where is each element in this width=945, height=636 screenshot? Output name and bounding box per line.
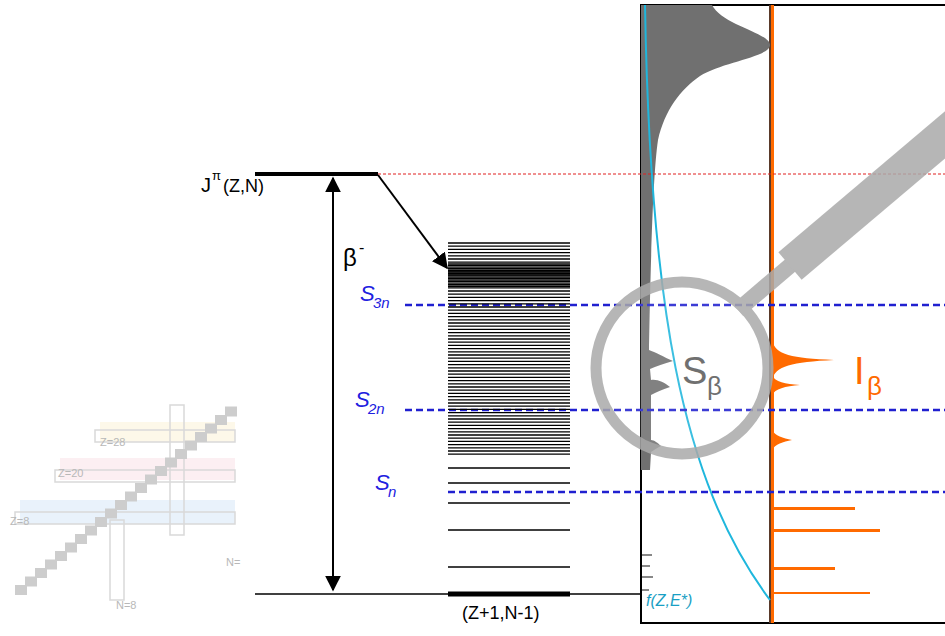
intensity-panel [770,5,945,623]
decay-arrow [378,175,447,268]
strength-symbol: S [682,352,707,390]
intensity-symbol: I [854,352,865,390]
parent-nucleus: (Z,N) [223,177,264,195]
level-spin: J [201,175,211,195]
chart-label: N=8 [116,600,137,611]
magnifier [596,118,945,454]
strength-ticks [642,555,653,590]
threshold-symbol: S [355,389,370,411]
decay-sign: - [359,240,364,256]
threshold-index: 3n [373,295,390,310]
chart-label: N= [226,557,240,568]
chart-label: Z=20 [58,468,83,479]
strength-index: β [707,373,722,399]
threshold-symbol: S [375,472,390,494]
parent-level [255,172,378,176]
threshold-index: n [388,484,396,499]
intensity-index: β [867,373,882,399]
fermi-label: f(Z,E*) [646,593,692,609]
intensity-distribution [771,5,880,623]
q-value-arrow [332,178,334,590]
nuclide-chart [15,405,237,600]
chart-label: Z=8 [10,516,29,527]
threshold-index: 2n [368,401,385,416]
level-scheme [448,243,570,454]
chart-label: Z=28 [100,437,125,448]
daughter-nucleus: (Z+1,N-1) [462,604,540,622]
decay-label: β [343,246,357,270]
threshold-symbol: S [360,283,375,305]
level-parity: π [212,169,221,182]
